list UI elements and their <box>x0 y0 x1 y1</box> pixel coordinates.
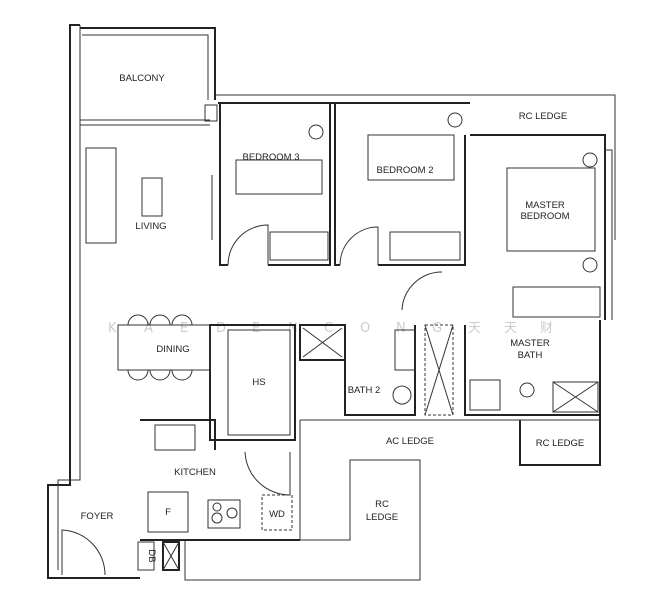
bedroom-walls <box>85 103 601 318</box>
label-kitchen: KITCHEN <box>174 467 216 478</box>
watermark-letter: N <box>396 321 406 336</box>
kitchen-fixtures <box>61 419 293 576</box>
watermark-letter: O <box>360 321 370 336</box>
label-db: DB <box>146 549 157 562</box>
core-walls <box>117 314 600 441</box>
label-living: LIVING <box>135 221 166 232</box>
watermark-letter: 天 <box>468 321 481 336</box>
outer-walls <box>47 24 616 581</box>
label-master-bedroom-1: MASTER <box>525 200 565 211</box>
watermark-letter: E <box>180 321 188 336</box>
label-fridge: F <box>165 507 171 518</box>
watermark-letter: D <box>216 321 226 336</box>
watermark-letter: A <box>144 321 153 336</box>
label-rc-ledge-bottom-1: RC <box>375 499 389 510</box>
watermark-letter: E <box>252 321 260 336</box>
label-bedroom-3: BEDROOM 3 <box>242 152 299 163</box>
label-washer-dryer: WD <box>269 509 285 520</box>
label-master-bath-1: MASTER <box>510 338 550 349</box>
watermark-letter: N <box>288 321 298 336</box>
label-bath-2: BATH 2 <box>348 385 381 396</box>
label-master-bath-2: BATH <box>518 350 543 361</box>
label-rc-ledge-right: RC LEDGE <box>536 438 585 449</box>
label-bedroom-2: BEDROOM 2 <box>376 165 433 176</box>
label-dining: DINING <box>156 344 189 355</box>
watermark-letter: K <box>108 321 117 336</box>
label-balcony: BALCONY <box>119 73 165 84</box>
watermark-letter: C <box>324 321 333 336</box>
watermark-letter: G <box>432 321 442 336</box>
label-ac-ledge: AC LEDGE <box>386 436 434 447</box>
label-rc-ledge-top: RC LEDGE <box>519 111 568 122</box>
label-hs: HS <box>252 377 265 388</box>
label-master-bedroom-2: BEDROOM <box>520 211 569 222</box>
watermark-letter: 财 <box>540 321 553 336</box>
label-rc-ledge-bottom-2: LEDGE <box>366 512 398 523</box>
label-foyer: FOYER <box>81 511 114 522</box>
room-labels: BALCONY RC LEDGE BEDROOM 3 BEDROOM 2 MAS… <box>81 73 585 563</box>
watermark-letter: 天 <box>504 321 517 336</box>
